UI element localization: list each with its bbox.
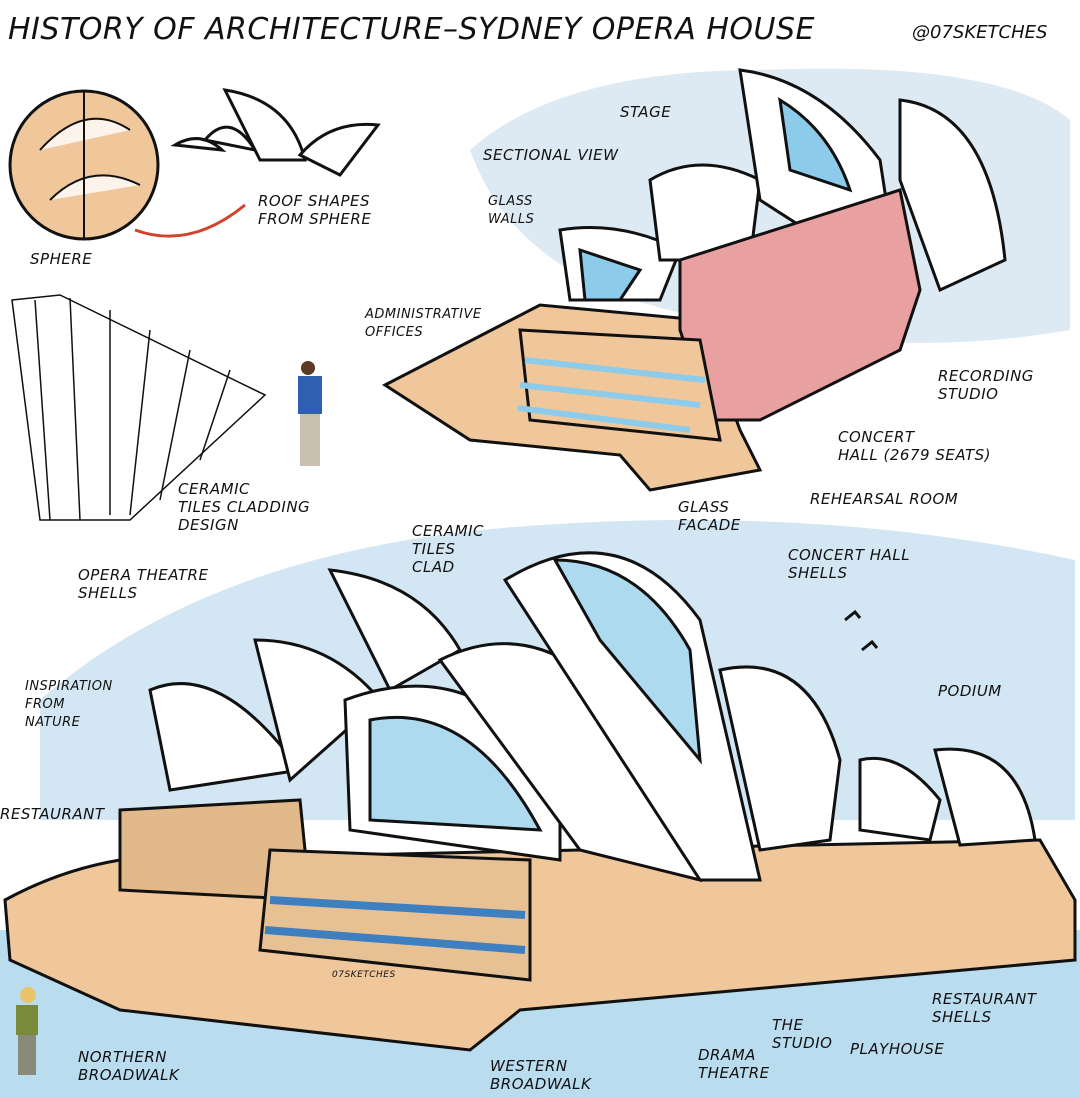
label-glass-facade: GLASS FACADE [678,498,741,534]
label-playhouse: PLAYHOUSE [850,1040,945,1058]
label-ceramic-tiles: CERAMIC TILES CLADDING DESIGN [178,480,311,534]
arrow [134,203,246,238]
label-inspiration: INSPIRATION FROM NATURE [25,679,113,730]
label-the-studio: THE STUDIO [772,1016,833,1052]
label-admin-offices: ADMINISTRATIVE OFFICES [365,307,482,340]
person-figure [298,361,322,466]
label-western-broadwalk: WESTERN BROADWALK [490,1057,592,1093]
page-title: HISTORY OF ARCHITECTURE–SYDNEY OPERA HOU… [8,12,815,47]
label-northern-broadwalk: NORTHERN BROADWALK [78,1048,180,1084]
sectional-view-drawing [382,68,1007,492]
label-rehearsal-room: REHEARSAL ROOM [810,490,959,508]
ceramic-tiles-fan [11,294,267,521]
label-restaurant: RESTAURANT [0,805,105,823]
label-sphere: SPHERE [30,250,93,268]
label-ceramic-tiles-clad: CERAMIC TILES CLAD [412,522,484,576]
label-roof-shapes: ROOF SHAPES FROM SPHERE [258,192,372,228]
roof-shapes-drawing [170,88,381,177]
label-recording-studio: RECORDING STUDIO [938,367,1034,403]
label-drama-theatre: DRAMA THEATRE [698,1046,770,1082]
label-concert-hall-shells: CONCERT HALL SHELLS [788,546,911,582]
label-glass-walls: GLASS WALLS [488,194,535,227]
label-restaurant-shells: RESTAURANT SHELLS [932,990,1037,1026]
watermark: 07SKETCHES [332,970,396,980]
birds [844,609,879,652]
label-concert-hall: CONCERT HALL (2679 SEATS) [838,428,992,464]
label-sectional-view: SECTIONAL VIEW [483,146,619,164]
label-podium: PODIUM [938,682,1002,700]
author-handle: @07SKETCHES [912,22,1048,43]
guide-figure [16,987,38,1075]
label-opera-theatre-shells: OPERA THEATRE SHELLS [78,566,209,602]
opera-house-building [3,551,1077,1052]
label-stage: STAGE [620,103,672,121]
